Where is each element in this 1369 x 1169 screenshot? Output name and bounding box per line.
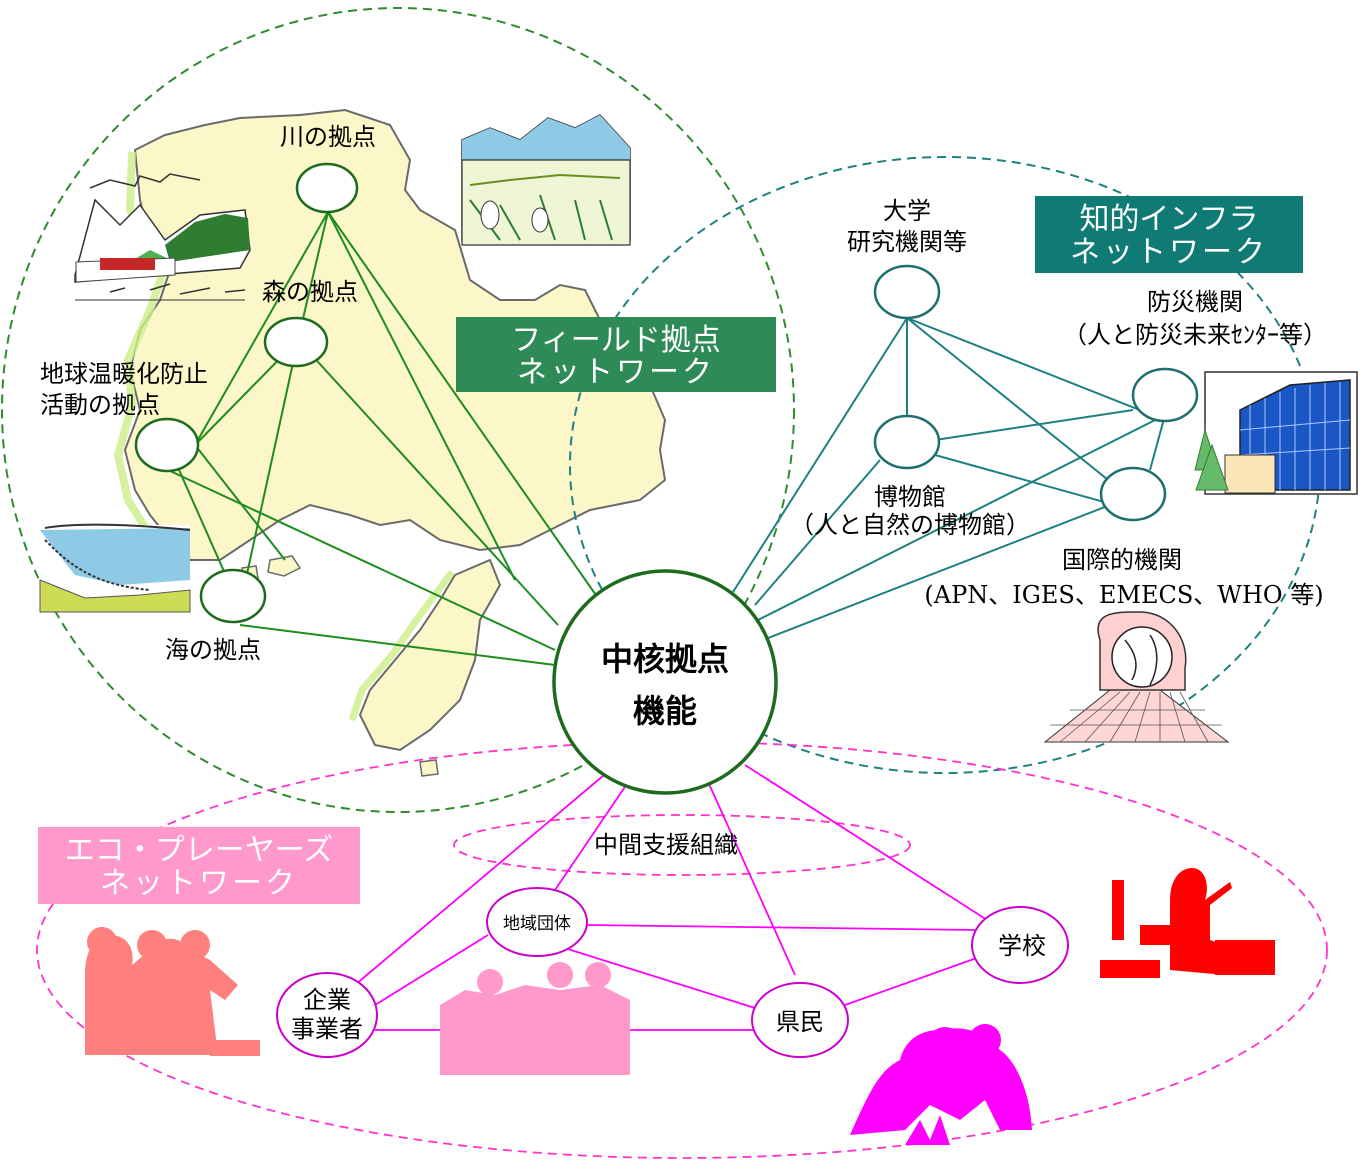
knowledge-network-title-line1: 知的インフラ <box>1079 202 1258 237</box>
map-awaji-glow <box>348 569 455 722</box>
warming-node-label-line1: 地球温暖化防止 <box>40 360 208 388</box>
field-network-title-line2: ネットワーク <box>517 355 715 390</box>
disaster-node-label-line2: （人と防災未来ｾﾝﾀｰ等） <box>1063 321 1327 349</box>
knowledge-links <box>732 317 1166 641</box>
sea-node-label: 海の拠点 <box>165 636 261 664</box>
museum-node-label-line1: 博物館 <box>874 483 946 511</box>
eco-nodes <box>276 887 1069 1058</box>
eco-network-banner <box>38 827 360 904</box>
campfire-silhouette-illustration <box>850 1024 1032 1145</box>
business-label-line2: 事業者 <box>291 1015 363 1043</box>
field-nodes <box>134 162 359 624</box>
business-label-line1: 企業 <box>303 986 351 1014</box>
workers-silhouette-illustration <box>85 927 260 1056</box>
knowledge-network-banner <box>1035 196 1303 273</box>
river-node-label: 川の拠点 <box>280 123 376 151</box>
hub-label-line1: 中核拠点 <box>601 640 729 678</box>
knowledge-network-title-line2: ネットワーク <box>1070 235 1268 270</box>
intermediate-org-label: 中間支援組織 <box>594 831 738 859</box>
international-node[interactable] <box>1099 466 1167 522</box>
citizens-node[interactable] <box>751 982 849 1058</box>
university-node[interactable] <box>873 264 941 320</box>
disaster-node-label-line1: 防災機関 <box>1147 288 1243 316</box>
mountain-meadow-illustration <box>461 114 631 246</box>
museum-node-label-line2: （人と自然の博物館） <box>790 511 1030 539</box>
international-node-label-line1: 国際的機関 <box>1062 546 1182 574</box>
hub-label-line2: 機能 <box>633 692 697 730</box>
map-small-island-3 <box>419 759 439 777</box>
hub-label: 中核拠点 機能 <box>601 640 729 730</box>
business-node[interactable] <box>276 972 378 1058</box>
field-network-title-line1: フィールド拠点 <box>511 323 720 358</box>
river-mountain-illustration <box>74 173 251 301</box>
field-links <box>167 211 599 666</box>
disaster-agency-node[interactable] <box>1131 367 1199 423</box>
knowledge-nodes <box>873 264 1199 522</box>
eco-network-title-line2: ネットワーク <box>100 866 298 901</box>
school-label: 学校 <box>998 932 1046 960</box>
forest-node[interactable] <box>263 316 329 368</box>
international-node-label-line2: (APN、IGES、EMECS、WHO 等) <box>924 581 1323 609</box>
eco-links <box>354 764 996 1031</box>
eco-network-boundary <box>36 741 1328 1159</box>
map-small-island-1 <box>267 555 302 577</box>
field-network-boundary <box>1 7 795 813</box>
sea-node[interactable] <box>199 568 267 624</box>
community-group-node[interactable] <box>486 887 588 957</box>
warming-node[interactable] <box>134 417 200 473</box>
museum-node[interactable] <box>873 414 941 470</box>
school-node[interactable] <box>971 906 1069 984</box>
coastal-bay-illustration <box>39 523 191 613</box>
intermediate-org-boundary <box>453 814 911 876</box>
river-node[interactable] <box>295 162 359 214</box>
eco-network-title-line1: エコ・プレーヤーズ <box>65 833 334 868</box>
warming-node-label-line2: 活動の拠点 <box>40 391 160 419</box>
classroom-silhouette-illustration <box>1100 868 1275 978</box>
hub-node[interactable] <box>552 569 778 795</box>
disaster-center-building-illustration <box>1194 371 1358 495</box>
globe-head-illustration <box>1043 611 1230 743</box>
university-node-label-line1: 大学 <box>883 197 931 225</box>
meeting-silhouette-illustration <box>440 962 630 1075</box>
forest-node-label: 森の拠点 <box>262 278 358 306</box>
community-group-label: 地域団体 <box>503 914 571 934</box>
field-network-banner <box>456 317 776 392</box>
citizens-label: 県民 <box>776 1008 824 1036</box>
university-node-label-line2: 研究機関等 <box>847 228 967 256</box>
